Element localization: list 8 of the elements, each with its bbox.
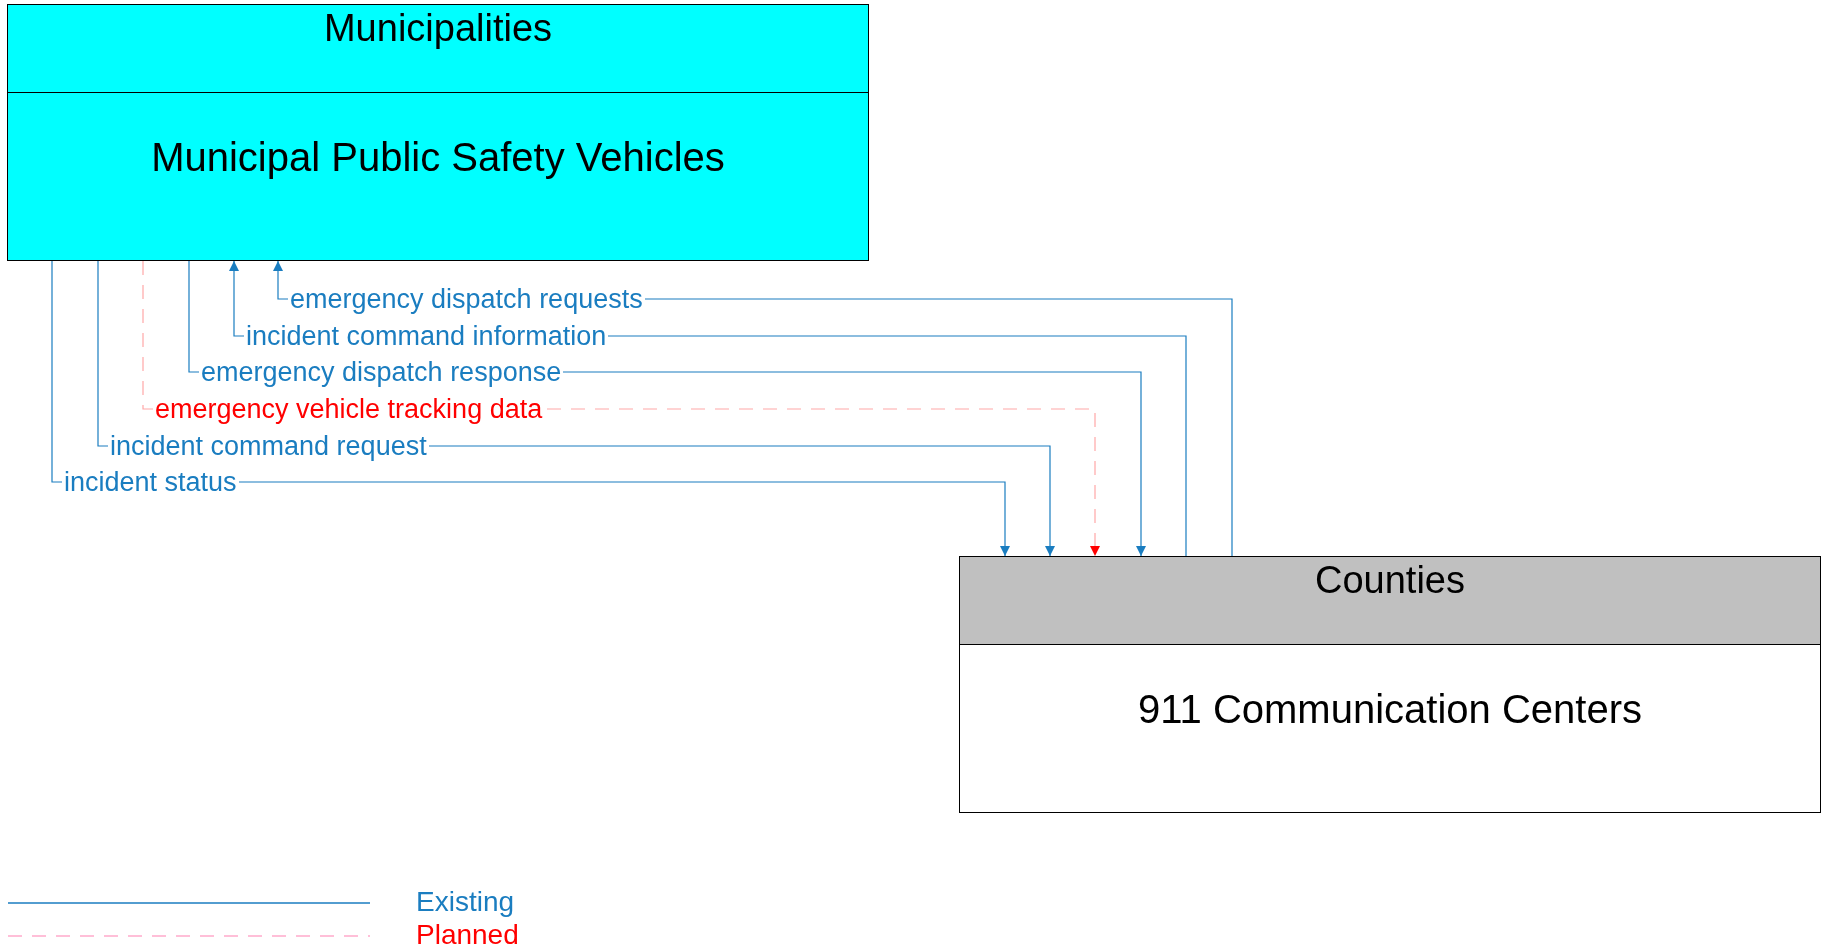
- system-box: [959, 556, 1821, 813]
- system-box: [7, 4, 869, 261]
- box-heading: Municipalities: [323, 6, 553, 51]
- legend-label: Planned: [416, 919, 519, 951]
- box-heading: Counties: [1315, 558, 1465, 603]
- box-title: Municipal Public Safety Vehicles: [151, 135, 725, 180]
- box-title: 911 Communication Centers: [1138, 687, 1642, 732]
- legend-label: Existing: [416, 886, 515, 918]
